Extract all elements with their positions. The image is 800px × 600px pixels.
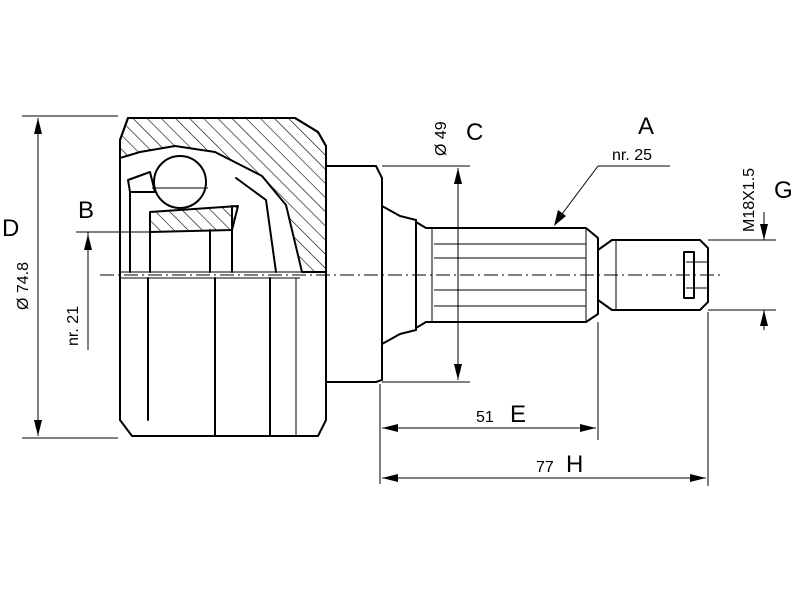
note-a: nr. 25 [612, 147, 652, 164]
value-c: Ø 49 [433, 121, 450, 156]
dim-d [22, 115, 118, 439]
housing-section-hatch [119, 117, 327, 273]
dim-g [708, 212, 776, 330]
leader-a [554, 165, 670, 226]
label-e: E [510, 401, 526, 428]
dim-e [379, 322, 599, 484]
outer-housing [119, 117, 327, 437]
dim-c [382, 165, 470, 383]
dim-h [382, 312, 709, 486]
value-h: 77 [536, 459, 554, 476]
splined-shaft [415, 219, 599, 331]
label-a: A [638, 113, 654, 140]
label-b: B [78, 197, 94, 224]
inner-race [127, 155, 277, 273]
cotter-slot [683, 251, 695, 299]
label-c: C [466, 119, 483, 146]
note-b: nr. 21 [65, 306, 82, 346]
dim-b [76, 231, 150, 350]
value-g: M18X1.5 [741, 168, 758, 232]
label-d: D [2, 215, 19, 242]
value-d: Ø 74.8 [15, 262, 32, 310]
cage-upper [127, 171, 156, 193]
label-g: G [774, 177, 793, 204]
ball [153, 155, 207, 209]
value-e: 51 [476, 409, 494, 426]
neck [325, 165, 417, 383]
label-h: H [566, 451, 583, 478]
inner-race-hatch [149, 205, 239, 233]
